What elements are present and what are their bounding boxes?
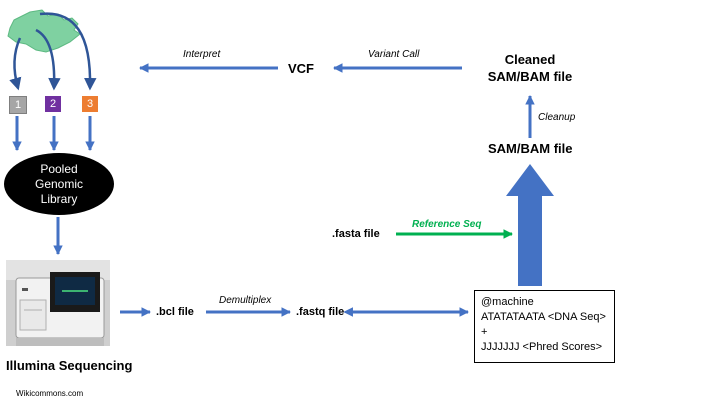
map-to-sample-2-arrow	[35, 28, 61, 91]
sample-box-2: 2	[45, 96, 61, 112]
pooled-library-oval: Pooled Genomic Library	[4, 153, 114, 215]
vcf-label: VCF	[288, 61, 314, 76]
fastq-line-separator: +	[481, 326, 488, 338]
credit-text: Wikicommons.com	[16, 389, 84, 398]
fastq-file-label: .fastq file	[296, 306, 345, 318]
illumina-sequencing-label: Illumina Sequencing	[6, 358, 133, 373]
cleaned-label-line-2: SAM/BAM file	[487, 69, 573, 84]
pooled-library-line-3: Library	[40, 191, 78, 206]
variant-call-label: Variant Call	[368, 49, 420, 60]
fastq-line-header: @machine	[481, 296, 534, 308]
map-to-sample-1-arrow	[9, 37, 22, 91]
fasta-file-label: .fasta file	[332, 228, 380, 240]
sam-bam-label: SAM/BAM file	[488, 141, 573, 156]
ethiopia-map-icon	[7, 9, 81, 53]
pooled-library-line-1: Pooled	[40, 161, 78, 176]
sample-box-3: 3	[82, 96, 98, 112]
fastq-line-quality: JJJJJJJ <Phred Scores>	[481, 341, 603, 353]
map-to-sample-3-arrow	[39, 12, 97, 91]
bcl-file-label: .bcl file	[156, 306, 194, 318]
reference-seq-label: Reference Seq	[412, 219, 482, 230]
pooled-library-line-2: Genomic	[34, 176, 84, 191]
cleaned-label-line-1: Cleaned	[504, 52, 556, 67]
illumina-sequencer-image	[6, 260, 110, 346]
interpret-label: Interpret	[183, 49, 221, 60]
cleaned-sam-bam-label: Cleaned SAM/BAM file	[476, 51, 584, 85]
alignment-big-arrow	[506, 164, 554, 286]
sample-box-1: 1	[9, 96, 27, 114]
fastq-line-sequence: ATATATAATA <DNA Seq>	[481, 311, 606, 323]
fastq-record-box: @machine ATATATAATA <DNA Seq> + JJJJJJJ …	[474, 290, 615, 363]
demultiplex-label: Demultiplex	[219, 295, 272, 306]
cleanup-label: Cleanup	[538, 112, 576, 123]
